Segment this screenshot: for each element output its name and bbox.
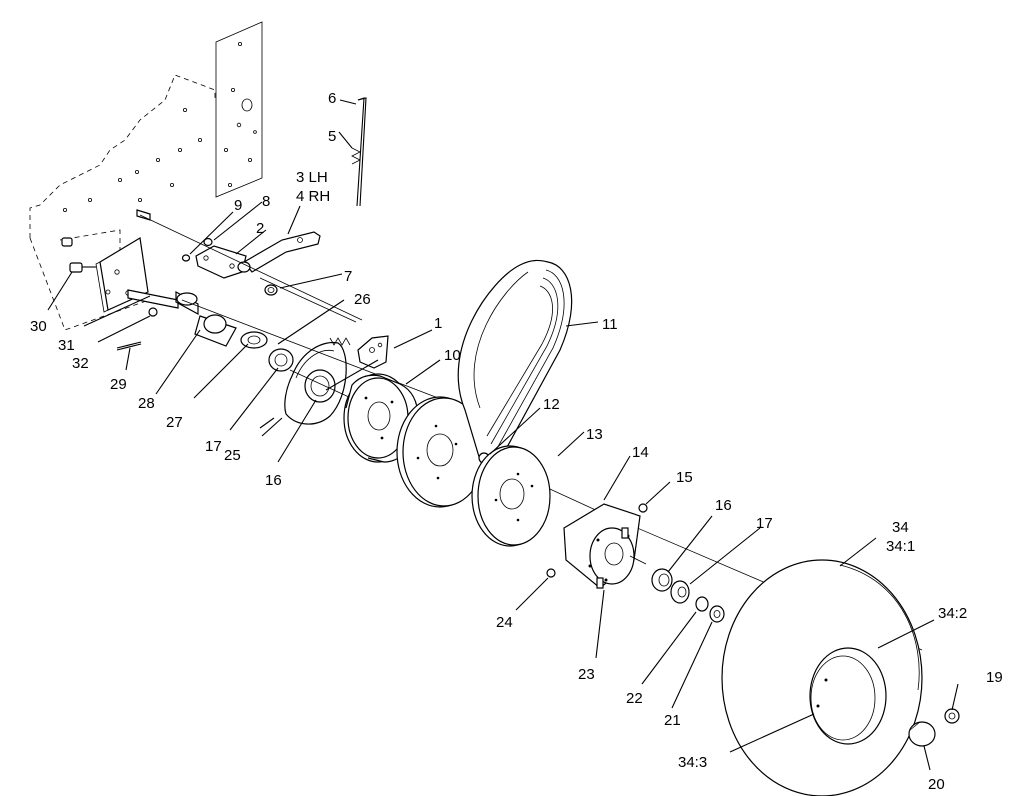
callout-4-rh: 4 RH xyxy=(296,188,330,205)
callout-16-right: 16 xyxy=(715,497,732,514)
callout-30: 30 xyxy=(30,318,47,335)
callout-21: 21 xyxy=(664,712,681,729)
nut-19 xyxy=(944,708,960,724)
pivot-bolt xyxy=(237,261,251,273)
hub-cap-20 xyxy=(908,721,936,747)
rod-6 xyxy=(356,97,367,207)
callout-14: 14 xyxy=(632,444,649,461)
lever-bracket-1 xyxy=(357,335,389,369)
bearing-17-left xyxy=(268,348,294,372)
callout-34: 34 xyxy=(892,519,909,536)
callout-10: 10 xyxy=(444,347,461,364)
spring-5 xyxy=(351,147,361,165)
frame-top-holes xyxy=(63,108,202,212)
washer-17-left xyxy=(240,331,268,349)
frame-side-plate xyxy=(215,21,263,198)
callout-9: 9 xyxy=(234,197,242,214)
callout-11: 11 xyxy=(602,316,618,333)
callout-5: 5 xyxy=(328,128,336,145)
ring-9 xyxy=(181,254,191,262)
collar-7 xyxy=(264,284,278,296)
callout-16-left: 16 xyxy=(265,472,282,489)
bell-crank-3-4 xyxy=(243,231,321,273)
leader-lines xyxy=(47,99,959,771)
callout-26: 26 xyxy=(354,291,371,308)
v-belt-11 xyxy=(457,259,573,469)
callout-6: 6 xyxy=(328,90,336,107)
callout-7: 7 xyxy=(344,268,352,285)
callout-2: 2 xyxy=(256,220,264,237)
callout-28: 28 xyxy=(138,395,155,412)
callout-27: 27 xyxy=(166,414,183,431)
washer-22 xyxy=(695,596,709,612)
fitting-24 xyxy=(546,568,556,578)
callout-labels: 1 2 3 LH 4 RH 5 6 7 8 9 10 11 12 13 14 1… xyxy=(30,90,1003,793)
bolt-30 xyxy=(61,237,96,273)
callout-17-right: 17 xyxy=(756,515,773,532)
callout-34-1: 34:1 xyxy=(886,538,915,555)
callout-1: 1 xyxy=(434,315,442,332)
callout-23: 23 xyxy=(578,666,595,683)
callout-25: 25 xyxy=(224,447,241,464)
callout-32: 32 xyxy=(72,355,89,372)
callout-34-2: 34:2 xyxy=(938,605,967,622)
cup-16 xyxy=(651,568,673,592)
drum-16 xyxy=(304,369,336,403)
spacer-28 xyxy=(175,290,199,316)
bracket-2 xyxy=(195,245,247,279)
callout-15: 15 xyxy=(676,469,693,486)
callout-13: 13 xyxy=(586,426,603,443)
callout-8: 8 xyxy=(262,193,270,210)
pulley-large xyxy=(396,396,486,508)
bushing-27 xyxy=(194,314,237,347)
callout-24: 24 xyxy=(496,614,513,631)
hub-23 xyxy=(588,527,647,589)
callout-19: 19 xyxy=(986,669,1003,686)
callout-22: 22 xyxy=(626,690,643,707)
pulley-13 xyxy=(471,445,551,547)
nut-15 xyxy=(638,503,648,513)
rim-34-2 xyxy=(809,647,887,745)
callout-3-lh: 3 LH xyxy=(296,169,328,186)
callout-20: 20 xyxy=(928,776,945,793)
callout-31: 31 xyxy=(58,337,75,354)
washer-8 xyxy=(203,237,213,247)
callout-29: 29 xyxy=(110,376,127,393)
callout-34-3: 34:3 xyxy=(678,754,707,771)
bearing-17-right xyxy=(670,580,690,604)
callout-17-left: 17 xyxy=(205,438,222,455)
pin-29 xyxy=(116,341,142,351)
callout-12: 12 xyxy=(543,396,560,413)
nut-21 xyxy=(709,605,725,623)
spring-26 xyxy=(329,337,351,346)
nut-32 xyxy=(148,307,158,317)
